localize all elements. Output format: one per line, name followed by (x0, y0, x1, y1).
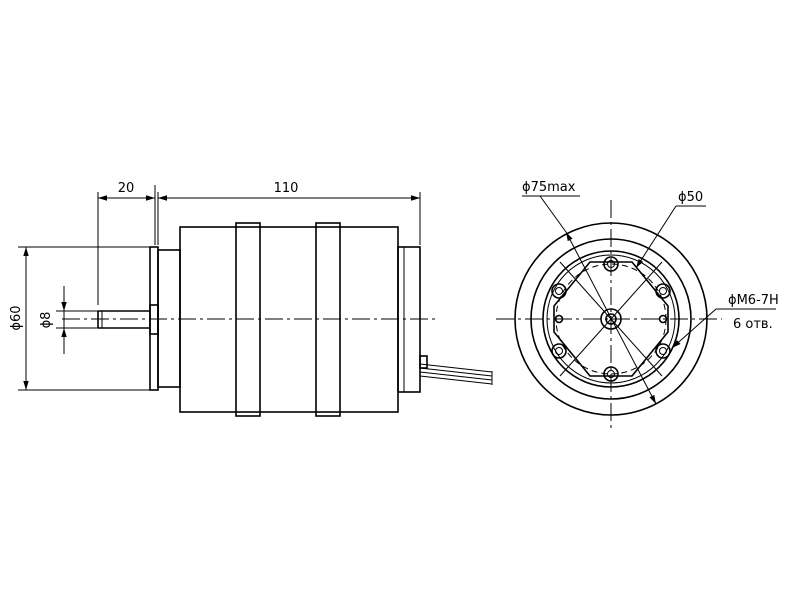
lead-wires (419, 363, 493, 385)
dim-body-length-label: 110 (274, 181, 299, 196)
dim-body-diameter-label: ϕ60 (9, 305, 24, 330)
dim-outer-diameter-label: ϕ75max (522, 180, 576, 195)
dim-thread: ϕM6-7H 6 отв. (671, 293, 779, 349)
dim-body-length: 110 (157, 181, 421, 245)
front-view: ϕ75max ϕ50 ϕM6-7H 6 отв. (496, 180, 779, 430)
dim-shaft-diameter: ϕ8 (39, 286, 98, 354)
dim-shaft-length-label: 20 (118, 181, 135, 196)
dim-thread-count-label: 6 отв. (733, 317, 773, 332)
side-view: 20 110 ϕ60 ϕ8 (9, 181, 493, 417)
dim-outer-diameter: ϕ75max (522, 180, 657, 405)
dim-thread-label: ϕM6-7H (728, 293, 779, 308)
dim-bolt-circle-label: ϕ50 (678, 190, 703, 205)
side-hole-right (658, 314, 668, 324)
dim-shaft-diameter-label: ϕ8 (39, 312, 54, 329)
dim-shaft-length: 20 (97, 181, 156, 305)
dim-body-diameter: ϕ60 (9, 246, 150, 391)
dim-bolt-circle: ϕ50 (635, 190, 706, 269)
connector-block (419, 355, 428, 369)
